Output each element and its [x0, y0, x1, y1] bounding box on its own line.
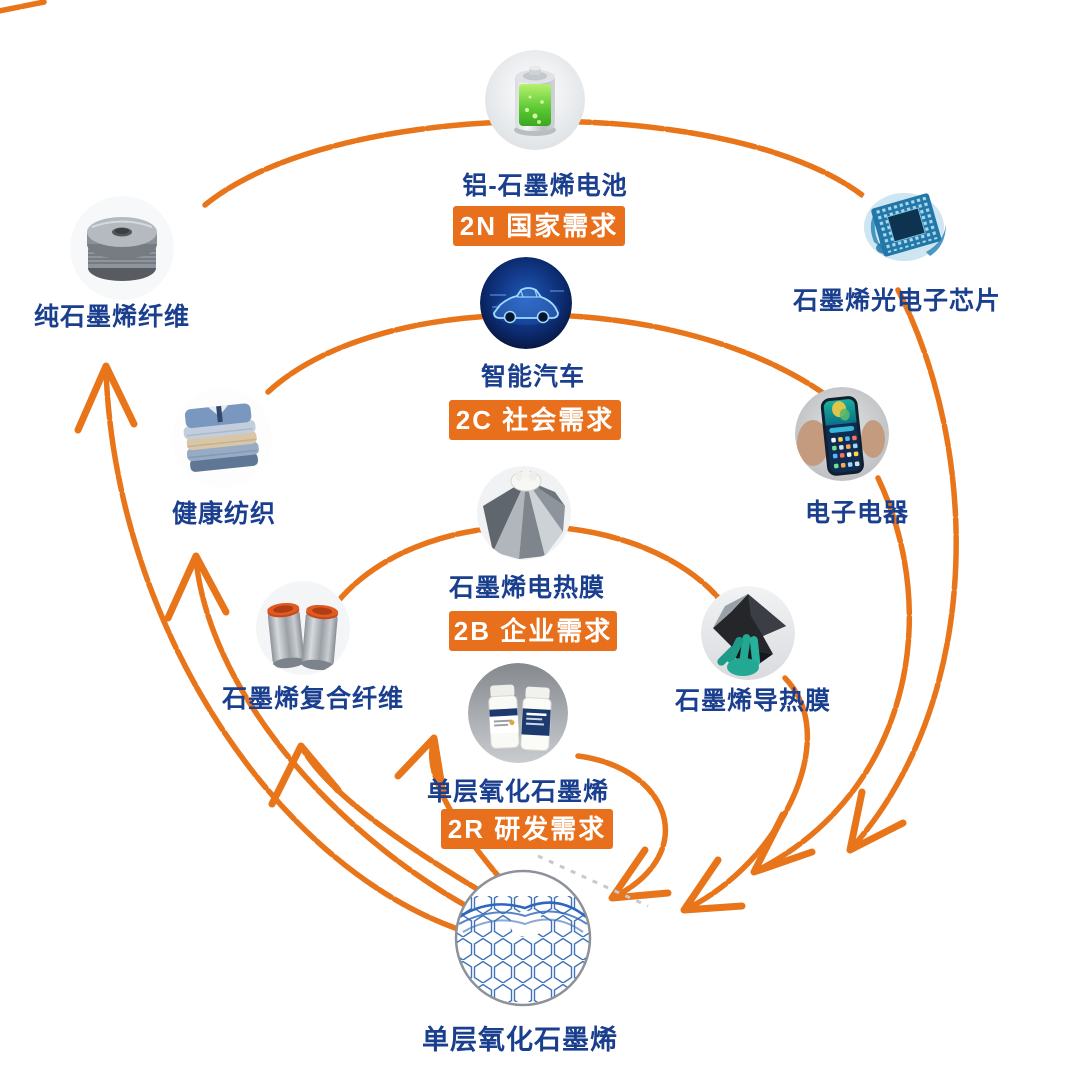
tier-banner-2b: 2B 企业需求 — [449, 611, 617, 651]
reagent-bottles-icon — [468, 663, 568, 763]
faint-sketch-line — [537, 854, 649, 908]
textile-label: 健康纺织 — [171, 500, 276, 528]
graphene-lattice-icon — [453, 868, 593, 1008]
smart-car-label: 智能汽车 — [480, 363, 585, 391]
tier-banner-2r: 2R 研发需求 — [441, 809, 613, 849]
thermal-film-icon — [701, 586, 795, 680]
graphene-oxide-jar-label: 单层氧化石墨烯 — [426, 778, 609, 806]
battery-icon — [485, 50, 585, 150]
graphene-oxide-sheet-label: 单层氧化石墨烯 — [422, 1025, 618, 1055]
electronics-label: 电子电器 — [804, 499, 909, 527]
chip-icon — [856, 172, 956, 272]
folded-clothes-icon — [172, 388, 272, 488]
battery-label: 铝-石墨烯电池 — [462, 172, 628, 200]
fiber-spools-icon — [256, 581, 350, 675]
composite-fiber-label: 石墨烯复合纤维 — [221, 685, 404, 713]
smartphone-icon — [795, 387, 889, 481]
heating-film-label: 石墨烯电热膜 — [448, 574, 605, 602]
chip-label: 石墨烯光电子芯片 — [792, 287, 1001, 315]
heating-film-icon — [477, 466, 571, 560]
smart-car-icon — [480, 257, 572, 349]
tier-banner-2c: 2C 社会需求 — [449, 400, 621, 440]
pure-fiber-label: 纯石墨烯纤维 — [33, 303, 190, 331]
spool-icon — [70, 196, 174, 300]
thermal-film-label: 石墨烯导热膜 — [674, 687, 831, 715]
tier-banner-2n: 2N 国家需求 — [453, 206, 625, 246]
